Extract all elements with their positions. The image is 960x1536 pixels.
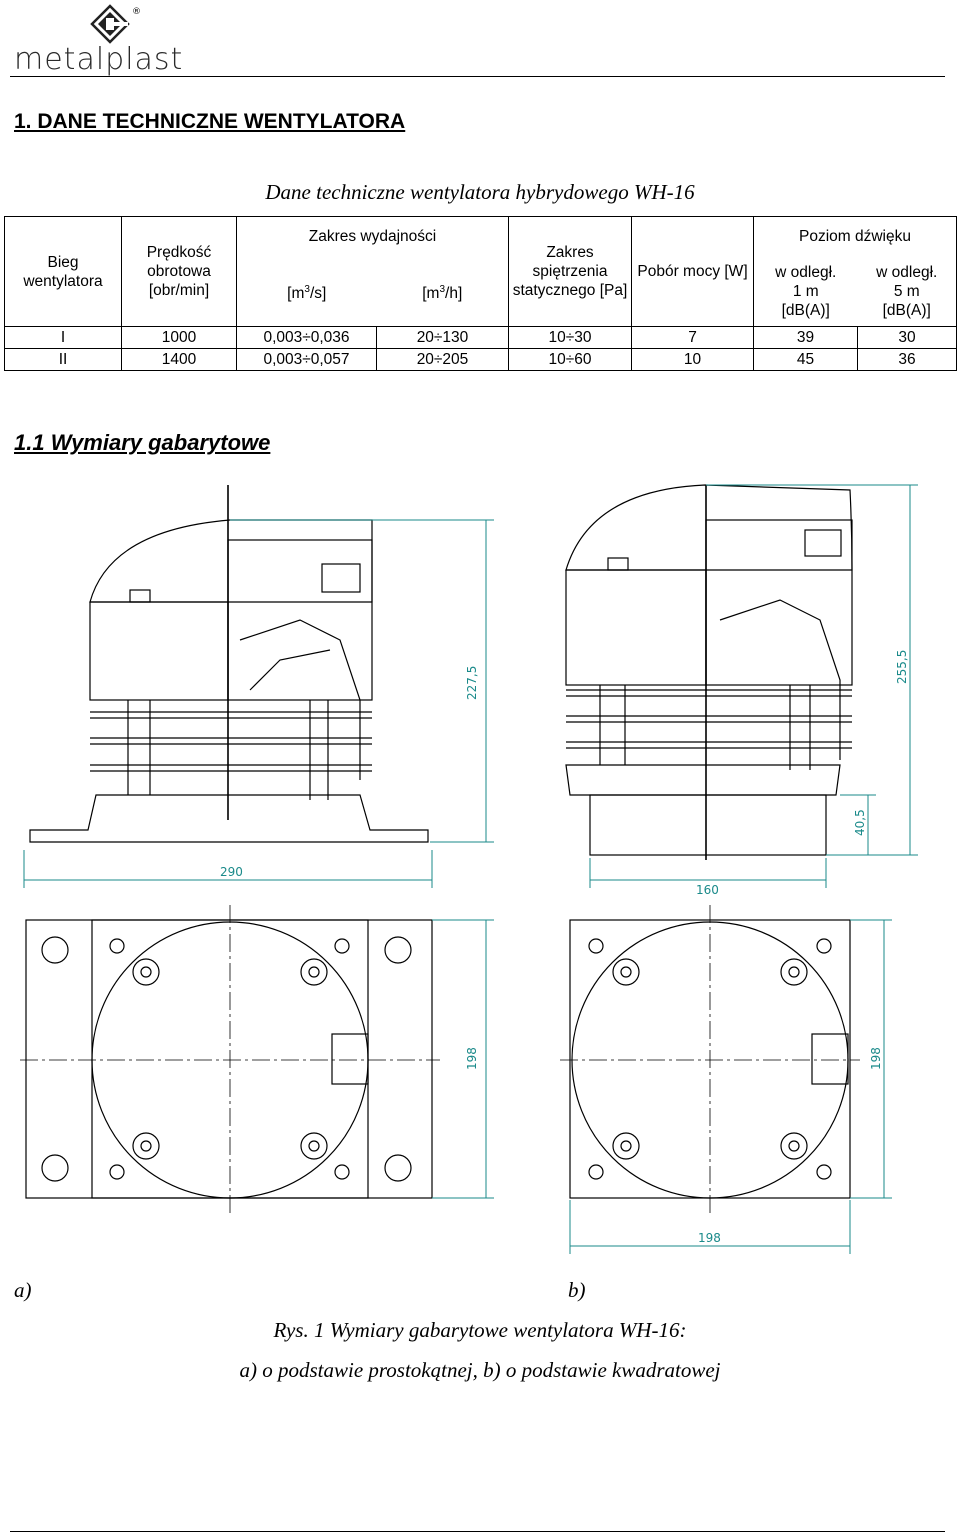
header-odleglosc-5m: w odległ.5 m[dB(A)]	[857, 256, 957, 327]
header-bieg: Bieg wentylatora	[4, 216, 122, 327]
figure-caption-line1: Rys. 1 Wymiary gabarytowe wentylatora WH…	[273, 1318, 687, 1342]
dim-b-width: 160	[696, 883, 719, 897]
drawing-b-side-view	[565, 484, 853, 860]
registered-mark: ®	[132, 7, 141, 17]
logo-text: metalplast	[14, 42, 184, 77]
drawing-a-side-view	[29, 485, 429, 843]
header-spietrzenie: Zakres spiętrzenia statycznego [Pa]	[508, 216, 632, 327]
header-unit-m3s: [m3/s]	[236, 256, 377, 327]
header-zakres-wydajnosci: Zakres wydajności	[236, 216, 509, 257]
dim-b-height: 255,5	[895, 650, 909, 684]
dim-a-width: 290	[220, 865, 243, 879]
dim-a-height: 227,5	[465, 666, 479, 700]
section-title: 1. DANE TECHNICZNE WENTYLATORA	[14, 110, 406, 133]
specs-table: Bieg wentylatora Prędkość obrotowa [obr/…	[4, 216, 957, 371]
table-caption: Dane techniczne wentylatora hybrydowego …	[265, 180, 695, 204]
dim-b-depth: 198	[869, 1047, 883, 1070]
header-odleglosc-1m: w odległ.1 m[dB(A)]	[753, 256, 858, 327]
figure-label-a: a)	[14, 1278, 32, 1302]
footer-rule	[10, 1531, 945, 1532]
dim-b-plan-width: 198	[698, 1231, 721, 1245]
drawing-a-plan-view	[20, 905, 440, 1215]
header-rule	[10, 76, 945, 77]
subsection-title: 1.1 Wymiary gabarytowe	[14, 430, 271, 455]
metalplast-logo: ®	[90, 4, 141, 44]
dimension-drawings: 290 227,5 198 160 255,5 40,5 198 198	[20, 484, 918, 1254]
drawing-b-plan-view	[560, 905, 860, 1215]
header-predkosc: Prędkość obrotowa [obr/min]	[121, 216, 237, 327]
dim-a-depth: 198	[465, 1047, 479, 1070]
header-pobor: Pobór mocy [W]	[631, 216, 754, 327]
header-unit-m3h: [m3/h]	[376, 256, 509, 327]
figure-label-b: b)	[568, 1278, 586, 1302]
figure-caption-line2: a) o podstawie prostokątnej, b) o podsta…	[239, 1358, 721, 1382]
header-poziom-dzwieku: Poziom dźwięku	[753, 216, 957, 257]
dim-b-base: 40,5	[853, 809, 867, 836]
